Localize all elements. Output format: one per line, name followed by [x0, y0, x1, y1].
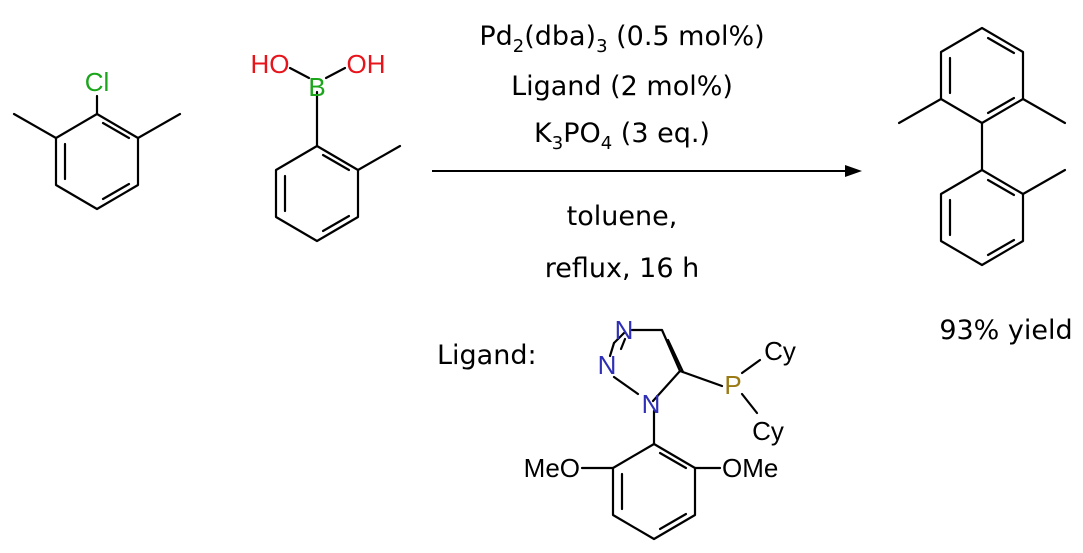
reactant-2-chloro-m-xylene: Cl	[12, 67, 182, 211]
product-biphenyl	[897, 26, 1067, 267]
cyclohexyl-top: Cy	[764, 336, 796, 366]
methoxy-left: MeO	[524, 453, 580, 483]
methoxy-right: OMe	[722, 453, 778, 483]
reaction-arrow	[432, 165, 862, 177]
chlorine-atom: Cl	[85, 67, 110, 97]
ligand-structure: N N N P Cy Cy MeO OMe	[524, 315, 796, 541]
product-yield: 93% yield	[939, 315, 1072, 346]
phosphorus-atom: P	[724, 370, 741, 400]
condition-ligand-loading: Ligand (2 mol%)	[511, 71, 733, 102]
cyclohexyl-bottom: Cy	[752, 416, 784, 446]
ligand-label: Ligand:	[437, 340, 537, 371]
arrowhead-icon	[845, 165, 862, 177]
hydroxyl-left: HO	[251, 49, 290, 79]
condition-base: K3PO4 (3 eq.)	[534, 118, 710, 154]
condition-time: reflux, 16 h	[545, 253, 699, 284]
triazole-nitrogen-middle: N	[598, 350, 617, 380]
condition-solvent: toluene,	[567, 201, 678, 232]
hydroxyl-right: OH	[347, 49, 386, 79]
boron-atom: B	[308, 72, 325, 102]
triazole-nitrogen-top: N	[615, 315, 634, 345]
reactant-o-tolylboronic-acid: HO B OH	[251, 49, 402, 243]
triazole-nitrogen-bottom: N	[642, 389, 661, 419]
condition-catalyst: Pd2(dba)3 (0.5 mol%)	[479, 21, 764, 57]
